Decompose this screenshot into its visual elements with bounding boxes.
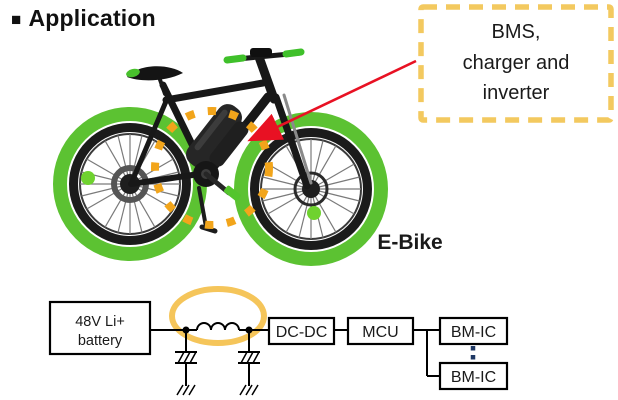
dcdc-block (267, 316, 336, 346)
circuit-blocks (48, 300, 509, 391)
circuit-labels: 48V Li+ battery DC-DC MCU BM-IC BM-IC (75, 314, 496, 386)
inductor-highlight-ellipse (169, 286, 267, 346)
junction-dot-left (182, 326, 190, 334)
capacitor-ground-left (175, 330, 197, 396)
bmic-bottom-block (438, 361, 509, 391)
battery-label-line2: battery (78, 333, 123, 349)
kickstand (197, 186, 208, 229)
front-disc-rotor (293, 171, 329, 207)
callout-line-2: charger and (462, 51, 570, 74)
scene-caption: E-Bike (377, 231, 443, 254)
dcdc-label: DC-DC (276, 324, 328, 341)
bmic-top-block (438, 316, 509, 346)
saddle (126, 66, 183, 81)
battery-highlight-ring (151, 107, 273, 229)
callout-arrow (247, 59, 417, 142)
pedal (224, 185, 241, 201)
page-title: ■ Application (11, 5, 156, 32)
callout-box (418, 4, 614, 123)
crank-assembly (193, 161, 241, 234)
bmic-top-label: BM-IC (451, 324, 496, 341)
callout-line-3: inverter (482, 82, 550, 105)
battery-label-line1: 48V Li+ (75, 314, 125, 330)
front-hub-green-accent (307, 206, 321, 220)
battery-pack (186, 104, 249, 168)
inductor-symbol (196, 322, 240, 331)
callout-label: BMS, charger and inverter (424, 13, 608, 113)
bmic-bottom-label: BM-IC (451, 369, 496, 386)
battery-block (48, 300, 152, 356)
page-title-label: Application (28, 5, 156, 31)
mcu-block (346, 316, 415, 346)
mcu-label: MCU (362, 324, 398, 341)
junction-dot-right (245, 326, 253, 334)
circuit-wires (150, 322, 440, 396)
callout-line-1: BMS, (491, 21, 541, 44)
circuit-diagram: 48V Li+ battery DC-DC MCU BM-IC BM-IC (48, 286, 509, 396)
rear-hub-green-accent (81, 171, 95, 185)
handlebar (223, 48, 305, 64)
front-wheel (234, 112, 388, 266)
ebike-illustration (53, 48, 388, 266)
square-bullet-icon: ■ (11, 10, 22, 29)
capacitor-ground-right (238, 330, 260, 396)
